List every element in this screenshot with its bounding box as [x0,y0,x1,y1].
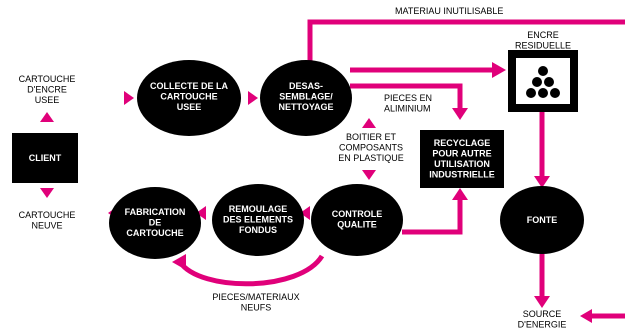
recyclage-node[interactable] [420,130,504,188]
recyclage-label-line: INDUSTRIELLE [429,170,495,180]
cartouche-neuve-label-line: CARTOUCHE [19,210,76,220]
arrowhead-to-collecte [124,91,134,105]
arrowhead-neuve-to-client [40,188,54,198]
recyclage-label-line: UTILISATION [434,159,490,169]
controle-label-line: QUALITE [337,220,377,230]
recyclage-label-line: RECYCLAGE [434,138,491,148]
collecte-label-line: COLLECTE DE LA [150,81,228,91]
fabrication-label-line: CARTOUCHE [126,228,183,238]
cartouche-usee-label-line: CARTOUCHE [19,74,76,84]
collecte-node[interactable] [137,60,241,136]
remoulage-label-line: DES ELEMENTS [223,215,293,225]
controle-node[interactable] [311,184,403,256]
remoulage-label-line: REMOULAGE [229,204,288,214]
encre-residuelle-label-line: ENCRE [527,30,559,40]
flow-curve-pieces-neufs [177,254,325,287]
boitier-label-line: COMPOSANTS [339,143,403,153]
fonte-node[interactable] [500,186,584,254]
fabrication-label-line: FABRICATION [125,207,186,217]
pieces-aluminium-label-line: PIECES EN [384,93,432,103]
desassemblage-node[interactable] [260,60,352,136]
flow-line-desassemblage-to-recyclage [350,83,463,110]
remoulage-label-line: FONDUS [239,225,277,235]
boitier-label-line: EN PLASTIQUE [338,153,404,163]
boitier-label-line: BOITIER ET [346,132,397,142]
collecte-label-line: USEE [177,102,202,112]
process-nodes [12,50,584,259]
pieces-aluminium-label-line: ALIMINIUM [384,104,431,114]
arrowhead-to-desassemblage [248,91,258,105]
desassemblage-label: DESAS-SEMBLAGE/NETTOYAGE [278,81,333,112]
fabrication-label-line: DE [149,218,162,228]
fabrication-node[interactable] [109,187,201,259]
desassemblage-label-line: DESAS- [289,81,323,91]
arrowhead-to-recyclage [452,108,468,120]
arrowhead-to-encre [492,62,506,78]
arrowhead-to-fonte [534,176,550,188]
source-energie-label-line: D'ENERGIE [518,320,567,330]
arrowhead-to-energie [534,296,550,308]
fonte-label-line: FONTE [527,215,558,225]
arrowhead-client-to-usee [40,112,54,122]
flow-connectors [177,19,625,319]
fonte-label: FONTE [527,215,558,225]
flow-line-controle-to-recyclage [402,198,463,235]
arrowhead-recyclage-from-controle [452,188,468,200]
arrowhead-curve-end [172,254,186,270]
cartouche-usee-label-line: USEE [35,95,60,105]
materiau-inutilisable-label-line: MATERIAU INUTILISABLE [395,6,503,16]
encre-residuelle-label-line: RESIDUELLE [515,41,571,51]
cartouche-neuve-label-line: NEUVE [31,221,62,231]
arrowhead-to-controle-from-label [362,170,376,180]
materiau-inutilisable-label: MATERIAU INUTILISABLE [395,6,503,16]
flow-line-materiau-inutilisable [307,19,625,70]
client-node[interactable] [12,133,78,183]
recyclage-label-line: POUR AUTRE [432,149,491,159]
desassemblage-label-line: NETTOYAGE [278,102,333,112]
remoulage-node[interactable] [212,184,304,256]
cartouche-usee-label-line: D'ENCRE [27,85,67,95]
arrowhead-to-fabrication [196,206,206,220]
collecte-label-line: CARTOUCHE [160,92,217,102]
client-label: CLIENT [29,153,62,163]
ink-drops-icon [526,66,560,98]
arrowhead-energie-input [580,309,592,323]
desassemblage-label-line: SEMBLAGE/ [279,92,333,102]
client-label-line: CLIENT [29,153,62,163]
source-energie-label-line: SOURCE [523,309,562,319]
arrowhead-to-remoulage [300,206,310,220]
controle-label-line: CONTROLE [332,209,383,219]
arrowhead-to-boitier-label [362,118,376,128]
pieces-neufs-label-line: NEUFS [241,303,272,313]
flow-arrowheads [40,62,592,323]
pieces-neufs-label-line: PIECES/MATERIAUX [212,292,299,302]
